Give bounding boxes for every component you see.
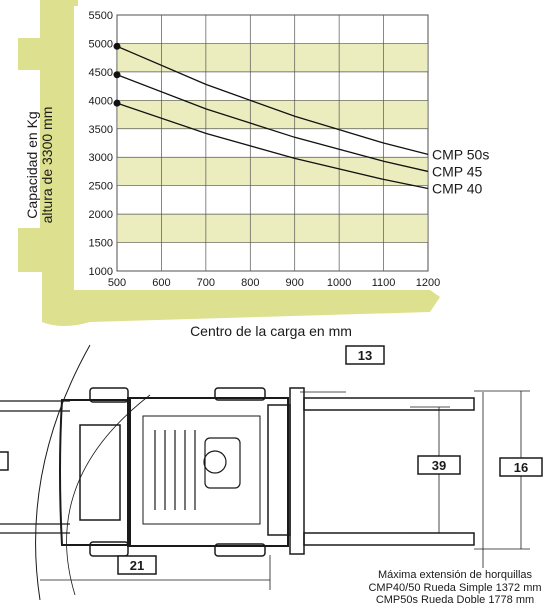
frame-shape: [18, 0, 440, 326]
y-tick-2500: 2500: [89, 181, 113, 193]
band-2500: [117, 157, 428, 186]
front-wheel-bottom: [214, 543, 266, 557]
seat: [204, 437, 241, 489]
x-axis-title: Centro de la carga en mm: [190, 323, 352, 339]
series-line-1: [116, 74, 429, 173]
overhead-guard: [142, 415, 261, 525]
series-layer: [116, 45, 429, 190]
dimension-boxes: 13 39 16 21: [0, 345, 543, 575]
counterweight: [59, 399, 131, 546]
chassis: [127, 397, 289, 547]
fork-top: [303, 397, 475, 411]
x-tick-1200: 1200: [416, 277, 440, 289]
turning-radius-arc-2: [66, 394, 151, 596]
series-start-marker-0: [113, 42, 121, 50]
x-tick-900: 900: [286, 277, 304, 289]
y-axis-title-line-2: altura de 3300 mm: [39, 107, 55, 224]
note-line-1: Máxima extensión de horquillas: [378, 569, 533, 581]
y-tick-3000: 3000: [89, 152, 113, 164]
dim-box-16: 16: [499, 457, 543, 477]
forklift-top-view: [0, 344, 530, 601]
plot-area: [113, 14, 429, 272]
note-line-3: CMP50s Rueda Doble 1778 mm: [376, 594, 534, 605]
y-tick-1000: 1000: [89, 266, 113, 278]
fork-bottom: [303, 532, 475, 546]
turning-radius-arc: [35, 344, 91, 601]
mast: [267, 404, 291, 536]
series-line-2: [116, 102, 429, 190]
band-1500: [117, 214, 428, 243]
band-4500: [117, 43, 428, 72]
note-line-2: CMP40/50 Rueda Simple 1372 mm: [368, 582, 541, 594]
x-tick-600: 600: [152, 277, 170, 289]
y-tick-4500: 4500: [89, 67, 113, 79]
y-tick-5000: 5000: [89, 38, 113, 50]
y-tick-1500: 1500: [89, 238, 113, 250]
series-label-0: CMP 50s: [432, 146, 489, 162]
dim-box-13: 13: [345, 345, 385, 365]
y-tick-2000: 2000: [89, 209, 113, 221]
marker-layer: [113, 42, 121, 107]
series-start-marker-2: [113, 99, 121, 107]
dim-label-39: 39: [432, 458, 446, 473]
x-tick-500: 500: [108, 277, 126, 289]
x-tick-1000: 1000: [327, 277, 351, 289]
dim-label-21: 21: [130, 558, 144, 573]
front-wheel-top: [214, 387, 266, 401]
series-line-0: [116, 45, 429, 156]
x-tick-800: 800: [241, 277, 259, 289]
x-tick-1100: 1100: [372, 277, 396, 289]
dim-box-cut-left: [0, 451, 9, 471]
y-tick-4000: 4000: [89, 95, 113, 107]
dim-label-16: 16: [514, 460, 528, 475]
band-layer: [117, 43, 428, 243]
y-tick-5500: 5500: [89, 10, 113, 22]
dim-box-39: 39: [417, 455, 461, 475]
chart-frame: [18, 0, 440, 326]
y-axis-title-line-1: Capacidad en Kg: [24, 111, 40, 218]
band-3500: [117, 100, 428, 129]
fork-extension-note: Máxima extensión de horquillas CMP40/50 …: [368, 569, 541, 605]
series-label-1: CMP 45: [432, 163, 483, 179]
rear-wheel-top: [89, 387, 129, 403]
dim-label-13: 13: [358, 348, 372, 363]
series-start-marker-1: [113, 71, 121, 79]
dim-box-21: 21: [117, 555, 157, 575]
x-tick-labels: 500 600 700 800 900 1000 1100 1200: [108, 277, 440, 289]
y-tick-labels: 1000 1500 2000 2500 3000 3500 4000 4500 5000 5500: [89, 10, 113, 278]
steering-wheel: [203, 450, 227, 474]
grid-layer: [116, 14, 429, 272]
carriage: [289, 387, 305, 555]
rear-wheel-bottom: [89, 541, 129, 557]
counterweight-inner: [79, 424, 121, 521]
y-tick-3500: 3500: [89, 124, 113, 136]
x-tick-700: 700: [197, 277, 215, 289]
series-label-2: CMP 40: [432, 181, 483, 197]
